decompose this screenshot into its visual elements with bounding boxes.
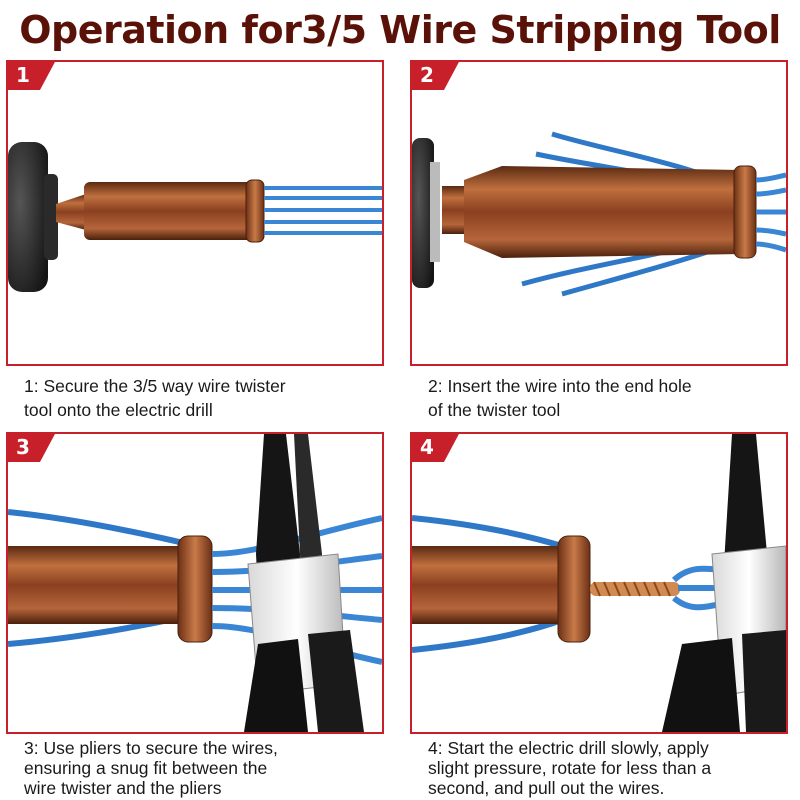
step-3-illustration xyxy=(8,434,382,732)
caption-line: slight pressure, rotate for less than a xyxy=(428,758,712,778)
step-3-caption: 3: Use pliers to secure the wires, ensur… xyxy=(24,738,404,798)
caption-line: 2: Insert the wire into the end hole xyxy=(428,376,692,396)
twisted-copper xyxy=(590,581,680,597)
badge-shape xyxy=(8,434,55,462)
page-title: Operation for3/5 Wire Stripping Tool xyxy=(19,8,781,52)
wires-behind xyxy=(412,515,563,653)
step-number: 3 xyxy=(16,435,30,459)
wires xyxy=(264,186,382,235)
step-2-panel: 2 xyxy=(410,60,788,366)
caption-line: 1: Secure the 3/5 way wire twister xyxy=(24,376,286,396)
twister-tool xyxy=(56,179,265,243)
step-1-illustration xyxy=(8,142,382,292)
badge-shape xyxy=(412,62,459,90)
wires xyxy=(755,172,786,253)
step-number: 4 xyxy=(420,435,434,459)
drill-chuck xyxy=(412,138,440,288)
step-3-panel: 3 xyxy=(6,432,384,734)
caption-line: ensuring a snug fit between the xyxy=(24,758,268,778)
caption-line: of the twister tool xyxy=(428,400,561,420)
caption-line: 4: Start the electric drill slowly, appl… xyxy=(428,738,709,758)
step-4-illustration xyxy=(412,434,786,732)
caption-line: wire twister and the pliers xyxy=(24,778,222,798)
step-number: 2 xyxy=(420,63,434,87)
twister-tool xyxy=(442,165,757,259)
step-badge: 1 xyxy=(8,62,56,90)
badge-shape xyxy=(8,62,55,90)
twister-tool xyxy=(412,535,591,643)
step-2-illustration xyxy=(412,131,786,297)
step-badge: 2 xyxy=(412,62,460,90)
caption-line: tool onto the electric drill xyxy=(24,400,213,420)
step-4-panel: 4 xyxy=(410,432,788,734)
drill-chuck xyxy=(8,142,58,292)
step-badge: 3 xyxy=(8,434,56,462)
badge-shape xyxy=(412,434,459,462)
twister-tool xyxy=(8,535,213,643)
pliers xyxy=(244,434,364,732)
step-badge: 4 xyxy=(412,434,460,462)
step-4-caption: 4: Start the electric drill slowly, appl… xyxy=(428,738,800,798)
step-2-caption: 2: Insert the wire into the end hole of … xyxy=(428,374,800,422)
caption-line: second, and pull out the wires. xyxy=(428,778,665,798)
pliers xyxy=(662,434,786,732)
step-1-caption: 1: Secure the 3/5 way wire twister tool … xyxy=(24,374,404,422)
step-number: 1 xyxy=(16,63,30,87)
caption-line: 3: Use pliers to secure the wires, xyxy=(24,738,278,758)
step-1-panel: 1 xyxy=(6,60,384,366)
